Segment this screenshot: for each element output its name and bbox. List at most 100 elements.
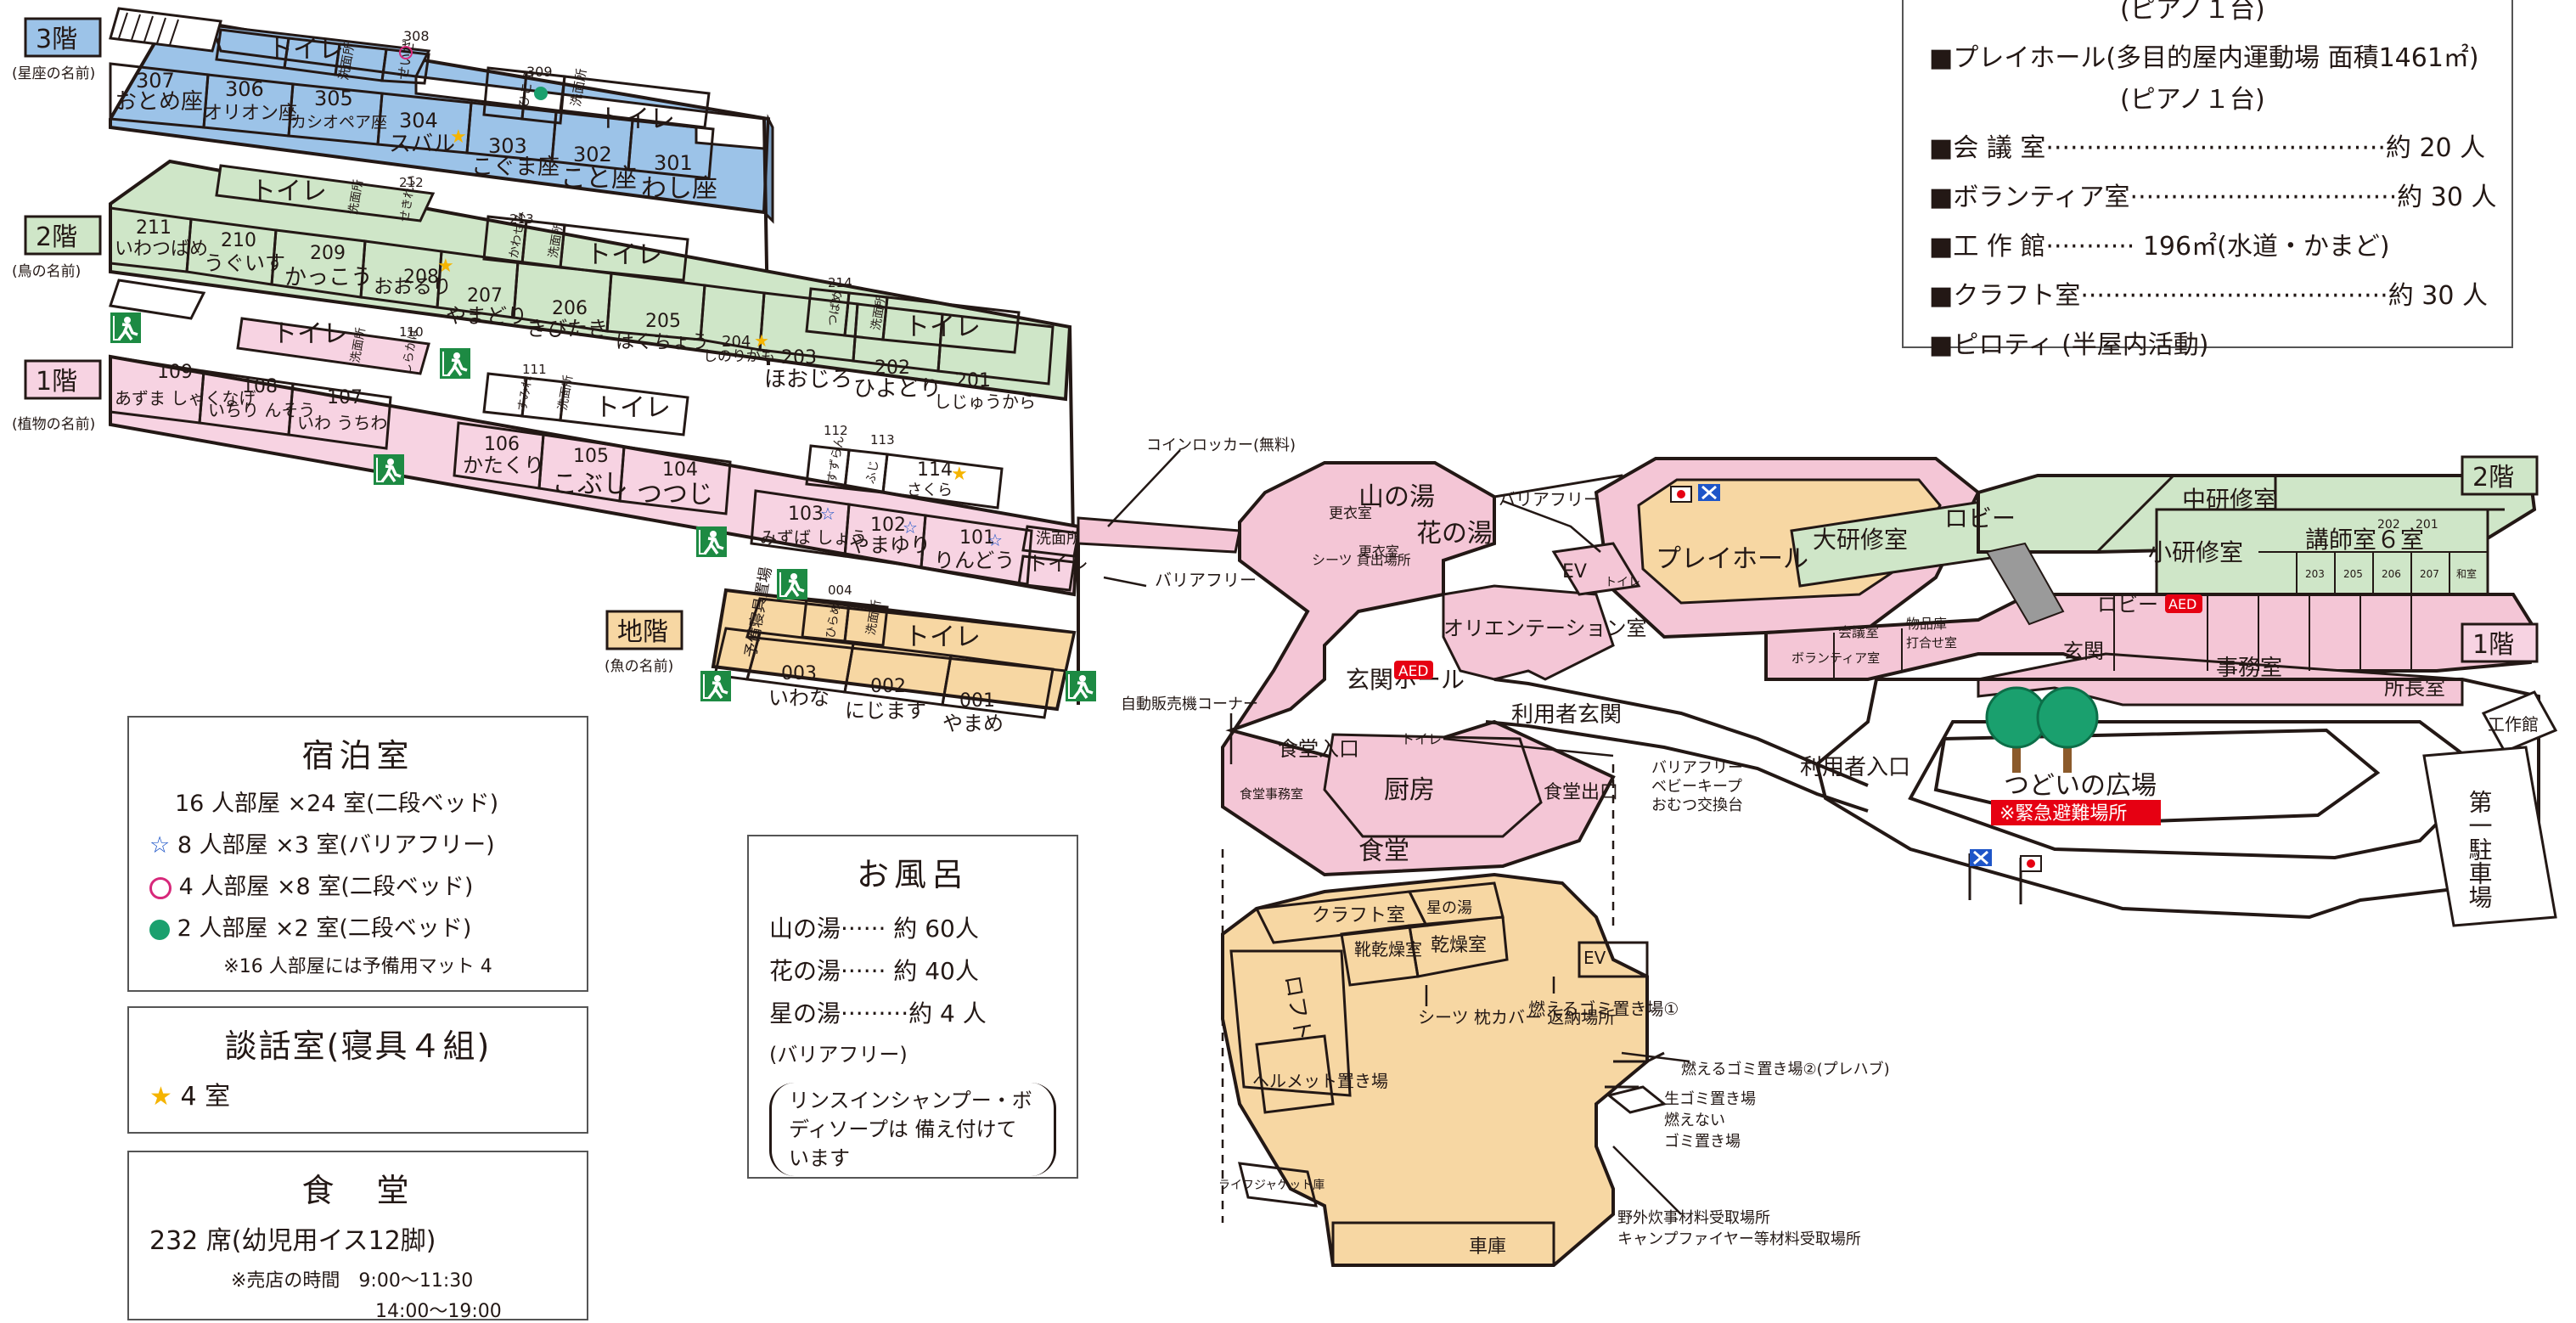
f2-num213: 213 [509,211,534,227]
label-r203: 203 [2305,568,2325,580]
f2-toilet2: トイレ [586,240,662,270]
facility-item-craft: ■クラフト室··································… [1929,281,2488,311]
label-sheets: シーツ 貸出場所 [1312,552,1411,568]
label-craft: クラフト室 [1312,905,1405,926]
legend-stay-line1: 16 人部屋 ×24 室(二段ベッド) [175,791,499,817]
star-icon: ★ [437,256,454,277]
f2-wash3: 洗面所 [869,294,889,331]
svg-text:(植物の名前): (植物の名前) [12,416,95,433]
star-icon: ★ [951,464,968,485]
label-busshi: 物品庫 [1906,616,1947,632]
room-106-num: 106 [484,434,520,455]
legend-bath-panel: お風呂 山の湯······ 約 60人 花の湯······ 約 40人 星の湯·… [747,835,1078,1179]
plaza-outline [1485,678,2540,920]
label-emergency: ※緊急避難場所 [1999,803,2127,825]
circle-icon [149,876,172,899]
label-r206: 206 [2382,568,2401,580]
floor-label-2: 2階 (鳥の名前) [12,215,102,280]
legend-talk-panel: 談話室(寝具４組) ★ 4 室 [127,1006,588,1134]
f2-wash: 洗面所 [346,178,366,216]
label-helmet: ヘルメット置き場 [1252,1071,1388,1091]
label-volunteer: ボランティア室 [1791,650,1880,666]
f2-wash2: 洗面所 [547,222,566,259]
legend-stay-line2: 8 人部屋 ×3 室(バリアフリー) [177,832,495,859]
label-lobby2: ロビー [1944,504,2016,532]
label-hoshi: 星の湯 [1426,899,1472,917]
room-301-name: わし座 [641,174,717,204]
label-kosi: 講師室６室 [2305,526,2424,554]
f3-num308: 308 [403,28,430,44]
aed-text: AED [1398,663,1428,680]
room-302-name: こと座 [560,164,637,194]
svg-text:3階: 3階 [36,25,77,54]
floor-label-1: 1階 (植物の名前) [12,359,102,433]
room-101-num: 101 [959,527,995,549]
legend-stay-title: 宿泊室 [301,737,414,774]
room-107-num: 107 [327,387,363,408]
exit-icon [775,567,809,601]
facility-item-playhall: ■プレイホール(多目的屋内運動場 面積1461㎡) [1929,43,2479,73]
room-304-num: 304 [399,109,438,132]
room-303-name: こぐま座 [471,155,560,180]
label-shoken: 小研修室 [2148,538,2243,566]
label-uchiawase: 打合せ室 [1906,635,1957,650]
parking-lot: 第一駐車場 [2422,746,2557,927]
legend-dining-title: 食 堂 [301,1172,414,1209]
exit-icon [699,669,733,703]
room-204-num: 204 [722,333,751,351]
room-307-num: 307 [136,69,175,93]
svg-text:2階: 2階 [2472,463,2514,493]
room-203-num: 203 [781,347,817,369]
star-outline-icon: ☆ [903,517,918,538]
f1-toilet2: トイレ [594,393,671,423]
room-211-name: いわつばめ [115,239,208,260]
f2-num214: 214 [828,275,852,290]
facility-item-playhall-sub: (ピアノ１台) [2120,85,2265,115]
label-moeru2: 燃えるゴミ置き場②(プレハブ) [1681,1060,1890,1078]
aed-badge [1394,661,1433,679]
facility-item-kaigi: ■会 議 室··································… [1929,133,2486,163]
room-108-name: いちり んそう [208,400,315,420]
f2-num212: 212 [399,175,424,190]
f1-num113: 113 [870,432,895,448]
room-202-name: ひよどり [853,376,942,402]
label-barrier-free: バリアフリー [1155,570,1257,590]
room-211-num: 211 [136,217,172,239]
room-304-name: スバル [389,132,455,157]
floor1-badge: 1階 [2461,622,2539,663]
label-r201: 201 [2416,518,2438,532]
room-105-num: 105 [573,446,609,467]
legend-bath-line2: 花の湯······ 約 40人 [769,957,979,985]
room-104-num: 104 [662,459,698,481]
star-icon: ★ [754,330,769,351]
room-210-name: うぐいす [204,251,285,275]
label-r202: 202 [2377,518,2400,532]
label-ev-b: EV [1583,948,1606,968]
label-chuken: 中研修室 [2182,486,2277,514]
room-201-name: しじゅうから [934,391,1036,412]
room-209-name: かっこう [284,265,373,290]
f3-toilet2: トイレ [599,104,675,134]
label-shokudo: 食堂 [1358,836,1409,866]
room-205-num: 205 [645,311,681,332]
label-hana: 花の湯 [1416,519,1493,549]
label-orientation: オリエンテーション室 [1443,616,1647,640]
room-001-name: やまめ [942,712,1004,735]
dot-icon [534,87,548,100]
room-104-name: つつじ [637,480,713,509]
aed-badge [2165,594,2202,613]
room-103-name: みずば しょう [760,527,867,548]
facility-item-kousakukan: ■工 作 館··········· 196㎡(水道・かまど) [1929,232,2390,262]
room-002-num: 002 [870,676,906,697]
room-109-num: 109 [157,362,193,383]
legend-talk-line: 4 室 [180,1082,231,1112]
room-306-num: 306 [225,77,264,101]
aed-text-2: AED [2168,596,2196,612]
flag-icons-2 [1968,849,2042,904]
label-genkan: 玄関 [2063,639,2104,663]
label-moenai: 燃えない [1664,1112,1725,1129]
f1-num111: 111 [522,362,547,377]
exit-icon [438,346,472,380]
legend-stay-line4: 2 人部屋 ×2 室(二段ベッド) [177,915,472,942]
